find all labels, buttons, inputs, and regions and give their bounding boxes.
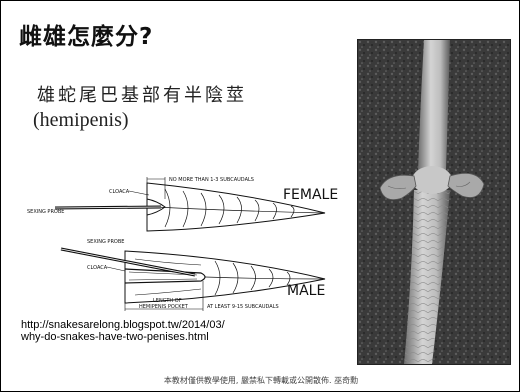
snake-hemipenis-photo	[357, 39, 511, 365]
probe-sexing-diagram: SEXING PROBE CLOACA NO MORE THAN 1-3 SUB…	[25, 169, 353, 313]
subtitle-english: (hemipenis)	[33, 109, 129, 132]
source-url[interactable]: http://snakesarelong.blogspot.tw/2014/03…	[21, 319, 341, 343]
female-probe-label: SEXING PROBE	[27, 209, 64, 215]
source-url-line1[interactable]: http://snakesarelong.blogspot.tw/2014/03…	[21, 319, 341, 331]
subtitle-chinese: 雄蛇尾巴基部有半陰莖	[37, 81, 247, 107]
female-depth-note: NO MORE THAN 1-3 SUBCAUDALS	[169, 177, 254, 183]
female-cloaca-label: CLOACA	[109, 189, 130, 195]
male-label: MALE	[287, 283, 325, 299]
pocket-label-line2: HEMIPENIS POCKET	[139, 304, 189, 310]
source-url-line2[interactable]: why-do-snakes-have-two-penises.html	[21, 331, 341, 343]
female-sexing-probe	[55, 207, 161, 208]
male-probe-label: SEXING PROBE	[87, 239, 124, 245]
male-sexing-probe	[61, 249, 195, 275]
male-cloaca-label: CLOACA	[87, 265, 108, 271]
female-label: FEMALE	[283, 187, 338, 203]
male-depth-note: AT LEAST 9-15 SUBCAUDALS	[207, 304, 279, 310]
footer-notice: 本教材僅供教學使用, 嚴禁私下轉載或公開散佈. 巫奇勳	[1, 375, 520, 386]
slide-title: 雌雄怎麼分?	[19, 17, 153, 51]
